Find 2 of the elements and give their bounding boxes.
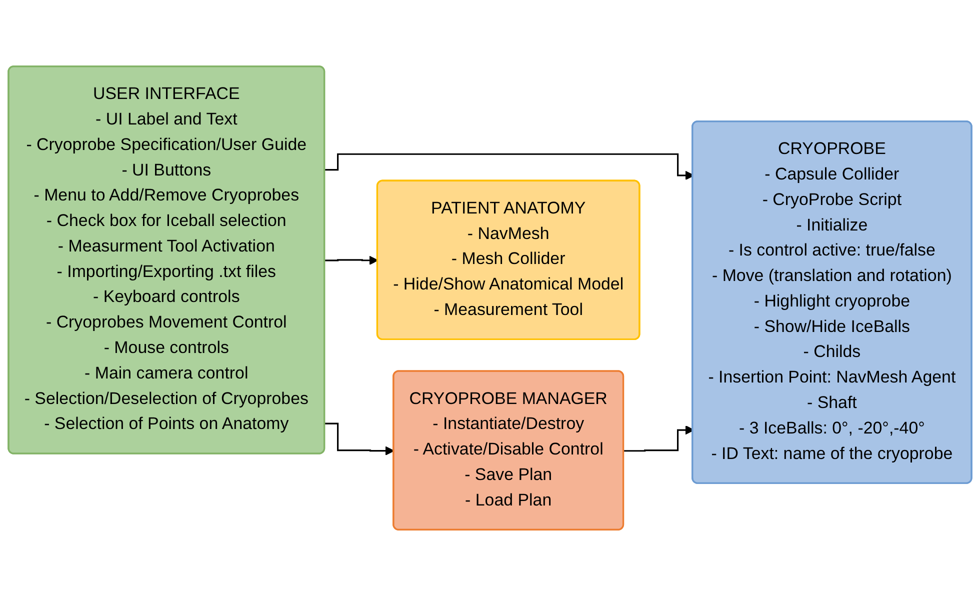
arrow: [324, 422, 394, 456]
arrow: [324, 256, 378, 266]
